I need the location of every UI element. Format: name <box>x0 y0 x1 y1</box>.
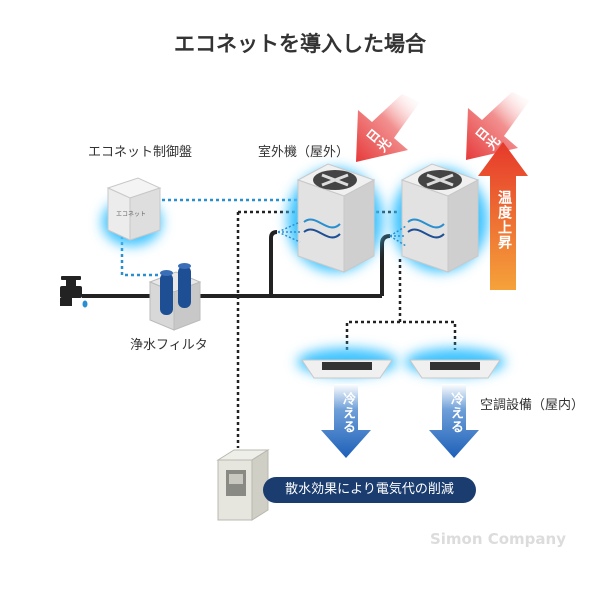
filter-label: 浄水フィルタ <box>130 338 208 353</box>
watermark: Simon Company <box>429 530 566 548</box>
page-title: エコネットを導入した場合 <box>174 32 426 56</box>
control-panel-label: エコネット制御盤 <box>88 145 193 160</box>
cooling-arrow-1 <box>321 384 371 458</box>
control-wiring-blue <box>120 198 300 277</box>
cooling-label-1: 冷える <box>340 392 355 434</box>
spray-icon <box>389 225 407 247</box>
cooling-label-2: 冷える <box>448 392 463 434</box>
cooling-arrow-2 <box>429 384 479 458</box>
fan-icon <box>426 173 454 187</box>
outdoor-unit-label: 室外機（屋外） <box>258 145 350 160</box>
sunlight-arrow-1 <box>356 94 420 162</box>
temperature-label: 温度上昇 <box>496 190 512 250</box>
water-filter <box>148 263 202 331</box>
outdoor-unit-2 <box>389 163 488 273</box>
indoor-ac-unit-1 <box>297 348 397 379</box>
faucet-icon <box>60 276 88 308</box>
water-pipe <box>82 230 391 298</box>
control-panel-box <box>102 177 162 246</box>
indoor-ac-label: 空調設備（屋内） <box>480 398 585 413</box>
fan-icon <box>321 173 349 187</box>
temperature-rise-arrow <box>478 142 528 290</box>
sunlight-arrow-2 <box>466 92 530 160</box>
spray-icon <box>277 221 301 243</box>
outdoor-unit-1 <box>277 163 383 273</box>
control-box-text: エコネット <box>116 211 147 218</box>
electric-meter-box <box>216 449 270 521</box>
indoor-ac-unit-2 <box>405 348 505 379</box>
benefit-banner: 散水効果により電気代の削減 <box>263 477 476 503</box>
